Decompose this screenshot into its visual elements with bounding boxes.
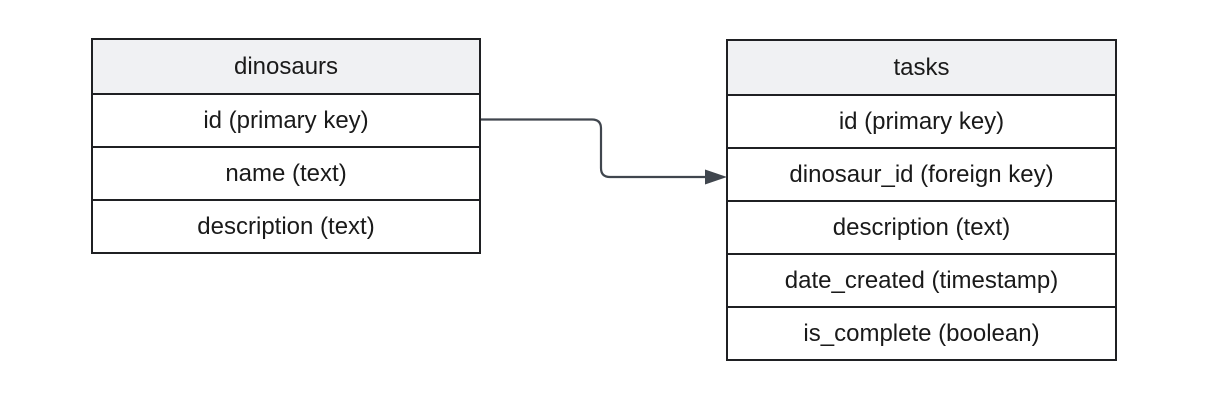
table-row[interactable]: date_created (timestamp) — [728, 253, 1115, 306]
table-row[interactable]: description (text) — [728, 200, 1115, 253]
table-header[interactable]: tasks — [728, 41, 1115, 94]
table-field-rows: id (primary key) dinosaur_id (foreign key… — [728, 94, 1115, 359]
field-label: is_complete (boolean) — [803, 319, 1040, 347]
field-label: name (text) — [225, 159, 347, 187]
field-label: dinosaur_id (foreign key) — [789, 160, 1054, 188]
table-row[interactable]: description (text) — [93, 199, 479, 252]
entity-table-dinosaurs[interactable]: dinosaurs id (primary key) name (text) des… — [91, 38, 481, 254]
table-row[interactable]: dinosaur_id (foreign key) — [728, 147, 1115, 200]
field-label: id (primary key) — [838, 107, 1005, 135]
field-label: description (text) — [197, 212, 375, 240]
connector-arrowhead-icon — [705, 169, 727, 185]
entity-table-tasks[interactable]: tasks id (primary key) dinosaur_id (forei… — [726, 39, 1117, 361]
field-label: id (primary key) — [203, 106, 369, 134]
table-field-rows: id (primary key) name (text) description (… — [93, 93, 479, 252]
table-row[interactable]: id (primary key) — [93, 93, 479, 146]
table-row[interactable]: is_complete (boolean) — [728, 306, 1115, 359]
connector-line — [481, 118, 705, 179]
relationship-connector[interactable] — [481, 118, 727, 185]
field-label: description (text) — [832, 213, 1011, 241]
table-header[interactable]: dinosaurs — [93, 40, 479, 93]
table-row[interactable]: name (text) — [93, 146, 479, 199]
table-row[interactable]: id (primary key) — [728, 94, 1115, 147]
field-label: date_created (timestamp) — [784, 266, 1059, 294]
